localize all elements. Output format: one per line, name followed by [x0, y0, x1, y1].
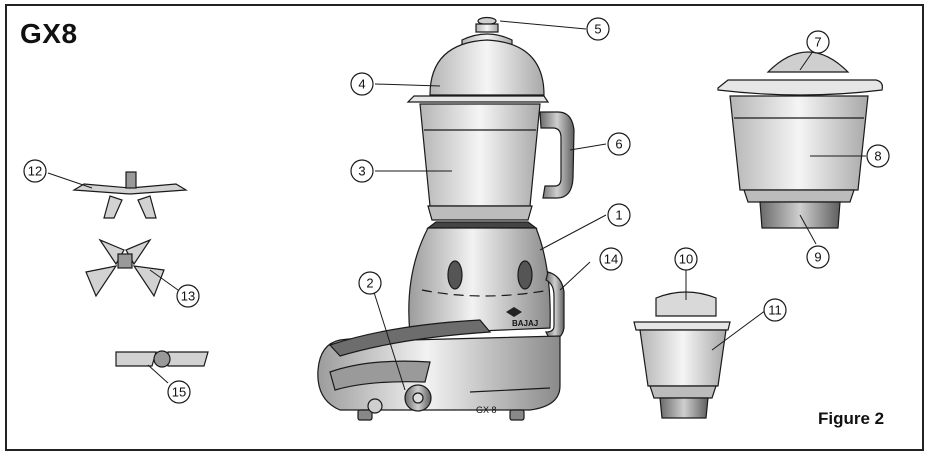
callout-3: 3	[350, 159, 374, 183]
motor-unit	[317, 221, 565, 421]
chutney-blade	[115, 350, 209, 368]
callout-5: 5	[586, 17, 610, 41]
callout-12: 12	[23, 159, 47, 183]
main-jar	[406, 95, 575, 221]
svg-text:10: 10	[679, 252, 693, 267]
svg-text:15: 15	[172, 385, 186, 400]
callout-1: 1	[607, 203, 631, 227]
power-indicator	[367, 398, 383, 414]
svg-text:4: 4	[358, 77, 365, 92]
wet-grinding-blade	[72, 171, 188, 219]
svg-text:1: 1	[615, 208, 622, 223]
callout-8: 8	[866, 144, 890, 168]
brand-text: BAJAJ	[512, 319, 538, 328]
leader-lines	[47, 20, 866, 391]
callout-13: 13	[176, 284, 200, 308]
callout-2: 2	[358, 271, 382, 295]
chutney-jar	[633, 291, 731, 419]
callout-6: 6	[607, 132, 631, 156]
figure-label: Figure 2	[818, 409, 885, 428]
callout-4: 4	[350, 72, 374, 96]
svg-text:7: 7	[814, 35, 821, 50]
dry-grinding-blade	[85, 238, 165, 298]
callout-11: 11	[763, 298, 787, 322]
main-jar-lid	[429, 16, 545, 96]
callout-14: 14	[599, 247, 623, 271]
jar-handle	[539, 111, 575, 199]
model-title: GX8	[20, 18, 78, 49]
callout-9: 9	[806, 245, 830, 269]
svg-text:14: 14	[604, 252, 618, 267]
svg-text:6: 6	[615, 137, 622, 152]
svg-text:3: 3	[358, 164, 365, 179]
svg-text:2: 2	[366, 276, 373, 291]
model-badge: GX 8	[476, 405, 497, 415]
svg-text:11: 11	[768, 303, 782, 318]
callout-15: 15	[167, 380, 191, 404]
coupler-clamp	[545, 271, 565, 341]
svg-text:5: 5	[594, 22, 601, 37]
brand-logo-icon	[506, 307, 522, 317]
svg-text:13: 13	[181, 289, 195, 304]
svg-text:9: 9	[814, 250, 821, 265]
callout-7: 7	[806, 30, 830, 54]
callout-10: 10	[674, 247, 698, 271]
svg-text:12: 12	[28, 164, 42, 179]
figure-frame	[5, 4, 924, 451]
svg-text:8: 8	[874, 149, 881, 164]
dry-grinding-jar	[717, 51, 883, 229]
